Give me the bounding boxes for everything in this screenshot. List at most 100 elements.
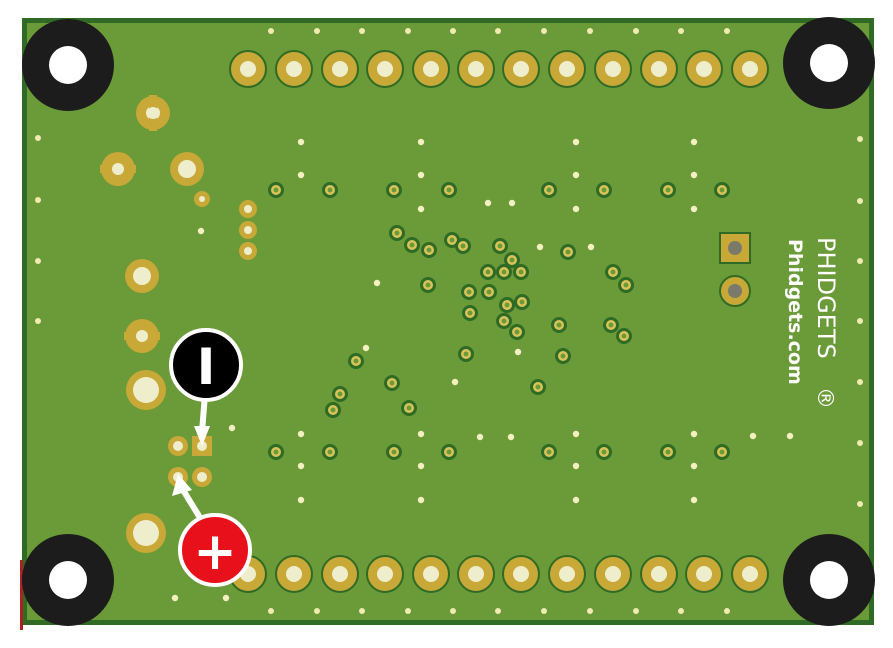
positive-label: + — [193, 522, 237, 582]
via-icon — [660, 182, 676, 198]
edge-dot — [417, 462, 425, 470]
edge-dot — [297, 462, 305, 470]
via-icon — [496, 313, 512, 329]
header-pin-icon — [640, 555, 678, 593]
via-icon — [441, 182, 457, 198]
edge-dot — [572, 430, 580, 438]
header-pin-icon — [502, 50, 540, 88]
edge-dot — [724, 608, 730, 614]
registered-mark: ® — [812, 387, 837, 409]
via-icon — [389, 225, 405, 241]
brand-name: PHIDGETS — [812, 237, 840, 359]
edge-dot — [297, 171, 305, 179]
via-icon — [404, 237, 420, 253]
header-pin-icon — [321, 555, 359, 593]
edge-dot — [362, 344, 370, 352]
via-icon — [386, 444, 402, 460]
via-icon — [348, 353, 364, 369]
via-icon — [603, 317, 619, 333]
via-icon — [441, 444, 457, 460]
right-test-points — [719, 232, 751, 307]
pcb-surface — [27, 23, 869, 620]
edge-dot — [359, 28, 365, 34]
via-icon — [268, 182, 284, 198]
edge-dot — [690, 496, 698, 504]
positive-callout: + — [178, 513, 252, 587]
mounting-hole-top-left — [22, 19, 114, 111]
edge-dot — [541, 608, 547, 614]
edge-dot — [857, 379, 863, 385]
edge-dot — [314, 28, 320, 34]
header-pin-icon — [731, 555, 769, 593]
header-pin-icon — [594, 50, 632, 88]
edge-dot — [314, 608, 320, 614]
edge-dot — [587, 608, 593, 614]
website-block: Phidgets.com — [784, 239, 806, 385]
edge-dot — [572, 171, 580, 179]
edge-dot — [373, 279, 381, 287]
edge-dot — [572, 205, 580, 213]
header-pin-icon — [366, 50, 404, 88]
plus-terminal-icon — [178, 513, 252, 587]
edge-dot — [857, 198, 863, 204]
edge-dot — [297, 430, 305, 438]
via-icon — [268, 444, 284, 460]
edge-dot — [35, 258, 41, 264]
via-icon — [420, 277, 436, 293]
edge-dot — [484, 199, 492, 207]
via-icon — [322, 444, 338, 460]
via-icon — [660, 444, 676, 460]
edge-dot — [857, 501, 863, 507]
edge-dot — [786, 432, 794, 440]
via-icon — [421, 242, 437, 258]
edge-dot — [633, 28, 639, 34]
edge-dot — [450, 608, 456, 614]
header-pin-icon — [275, 50, 313, 88]
via-icon — [555, 348, 571, 364]
edge-dot — [857, 318, 863, 324]
edge-dot — [35, 197, 41, 203]
edge-dot — [572, 462, 580, 470]
via-icon — [509, 324, 525, 340]
via-icon — [458, 346, 474, 362]
edge-dot — [495, 28, 501, 34]
via-icon — [499, 297, 515, 313]
test-point-icon — [719, 232, 751, 264]
edge-dot — [197, 227, 205, 235]
header-pin-icon — [275, 555, 313, 593]
edge-dot — [405, 608, 411, 614]
header-pin-icon — [457, 50, 495, 88]
edge-dot — [417, 138, 425, 146]
edge-dot — [495, 608, 501, 614]
via-icon — [455, 238, 471, 254]
edge-dot — [171, 594, 179, 602]
edge-dot — [690, 205, 698, 213]
via-icon — [714, 182, 730, 198]
edge-dot — [417, 171, 425, 179]
edge-dot — [35, 135, 41, 141]
edge-dot — [35, 318, 41, 324]
header-pin-icon — [548, 50, 586, 88]
edge-dot — [405, 28, 411, 34]
edge-dot — [541, 28, 547, 34]
via-icon — [514, 294, 530, 310]
header-pin-icon — [548, 555, 586, 593]
left-pads — [100, 95, 257, 553]
edge-dot — [297, 496, 305, 504]
edge-mark — [20, 560, 23, 630]
edge-dot — [690, 462, 698, 470]
edge-dot — [587, 243, 595, 251]
edge-dot — [536, 243, 544, 251]
edge-dot — [508, 199, 516, 207]
edge-dot — [417, 205, 425, 213]
via-icon — [541, 182, 557, 198]
edge-dot — [678, 28, 684, 34]
edge-dot — [633, 608, 639, 614]
edge-dot — [690, 171, 698, 179]
edge-dot — [690, 138, 698, 146]
header-pin-icon — [412, 555, 450, 593]
via-icon — [386, 182, 402, 198]
edge-dot — [268, 608, 274, 614]
